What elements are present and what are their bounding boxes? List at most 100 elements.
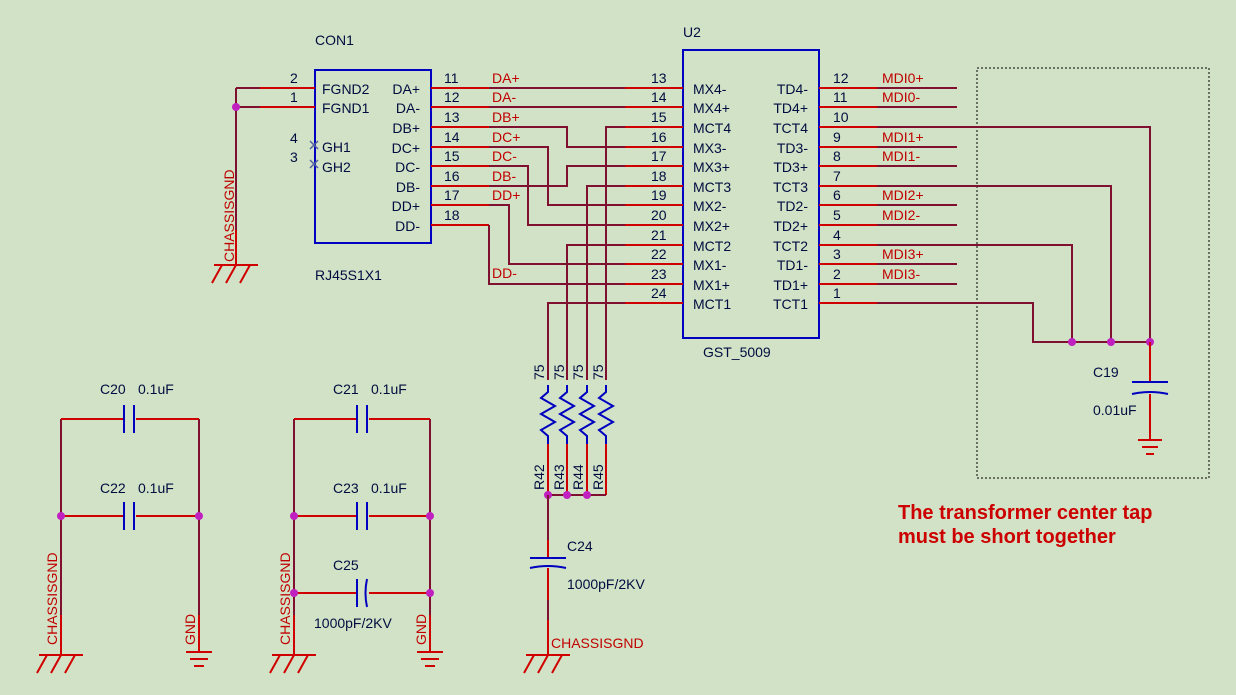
center-tap-group: C19 0.01uF bbox=[877, 67, 1210, 479]
u2-pin5-num: 5 bbox=[833, 207, 841, 223]
u2-pin20-name: MX2+ bbox=[693, 218, 730, 234]
u2-pin2-name: TD1+ bbox=[773, 277, 808, 293]
c23-designator: C23 bbox=[333, 480, 359, 496]
con1-pin16-name: DB- bbox=[396, 179, 420, 195]
u2-pin24-name: MCT1 bbox=[693, 296, 731, 312]
dotted-group-box bbox=[976, 67, 1210, 479]
u2-pin17-name: MX3+ bbox=[693, 159, 730, 175]
u2-pin1-num: 1 bbox=[833, 285, 841, 301]
u2-part: GST_5009 bbox=[703, 344, 771, 360]
u2-pin4-name: TCT2 bbox=[773, 238, 808, 254]
u2-pin21-name: MCT2 bbox=[693, 238, 731, 254]
c24-capacitor: C24 1000pF/2KV CHASSISGND bbox=[523, 495, 645, 674]
design-note-line1: The transformer center tap bbox=[898, 502, 1153, 524]
c25-designator: C25 bbox=[333, 557, 359, 573]
u2-pin13-name: MX4- bbox=[693, 81, 727, 97]
net-label-mdi3-plus: MDI3+ bbox=[882, 246, 924, 262]
chassisgnd-label-con1: CHASSISGND bbox=[221, 169, 237, 262]
r45-designator: R45 bbox=[590, 464, 606, 490]
chassisgnd-label-c20: CHASSISGND bbox=[44, 552, 60, 645]
u2-body bbox=[682, 49, 820, 339]
u2-pin22-name: MX1- bbox=[693, 257, 727, 273]
con1-chassis-ground: CHASSISGND bbox=[211, 87, 260, 284]
u2-pin3-name: TD1- bbox=[777, 257, 808, 273]
u2-pin10-num: 10 bbox=[833, 109, 849, 125]
c22-value: 0.1uF bbox=[138, 480, 174, 496]
u2-pin13-num: 13 bbox=[651, 70, 667, 86]
u2-designator: U2 bbox=[683, 24, 701, 40]
u2-pin17-num: 17 bbox=[651, 148, 667, 164]
chassisgnd-label-c24: CHASSISGND bbox=[551, 635, 644, 651]
u2-pin11-num: 11 bbox=[833, 89, 848, 105]
con1-pin2-name: FGND2 bbox=[322, 81, 370, 97]
con1-pin3-num: 3 bbox=[290, 149, 298, 165]
net-label-da-minus: DA- bbox=[492, 89, 516, 105]
u2-pin11-name: TD4+ bbox=[773, 100, 808, 116]
net-label-mdi3-minus: MDI3- bbox=[882, 266, 920, 282]
u2-pin12-num: 12 bbox=[833, 70, 849, 86]
c23-value: 0.1uF bbox=[371, 480, 407, 496]
u2-pin10-name: TCT4 bbox=[773, 120, 808, 136]
con1-pin11-name: DA+ bbox=[392, 81, 420, 97]
design-note-line2: must be short together bbox=[898, 526, 1116, 548]
u2-pin23-num: 23 bbox=[651, 266, 667, 282]
con1-pin14-num: 14 bbox=[444, 129, 460, 145]
u2-pin2-num: 2 bbox=[833, 266, 841, 282]
con1-pin13-name: DB+ bbox=[392, 120, 420, 136]
con1-pin12-name: DA- bbox=[396, 100, 420, 116]
u2-pin21-num: 21 bbox=[651, 227, 667, 243]
net-label-dc-minus: DC- bbox=[492, 148, 517, 164]
con1-component: CON1 RJ45S1X1 2 1 FGND2 FGND1 4 3 GH1 GH… bbox=[260, 32, 520, 283]
con1-pin4-num: 4 bbox=[290, 130, 298, 146]
c21-value: 0.1uF bbox=[371, 381, 407, 397]
u2-pin19-num: 19 bbox=[651, 187, 667, 203]
u2-pin12-name: TD4- bbox=[777, 81, 808, 97]
con1-pin15-num: 15 bbox=[444, 148, 460, 164]
con1-pin18-name: DD- bbox=[395, 218, 420, 234]
net-label-dd-minus: DD- bbox=[492, 265, 517, 281]
u2-pin9-name: TD3- bbox=[777, 140, 808, 156]
c24-value: 1000pF/2KV bbox=[567, 576, 645, 592]
u2-pin15-num: 15 bbox=[651, 109, 667, 125]
net-label-dd-plus: DD+ bbox=[492, 187, 520, 203]
termination-resistors: 75 75 75 75 R42 R43 R44 R45 bbox=[531, 364, 616, 499]
diff-pair-wiring bbox=[431, 87, 625, 380]
con1-pin1-num: 1 bbox=[290, 89, 298, 105]
con1-pin3-name: GH2 bbox=[322, 159, 351, 175]
u2-pin23-name: MX1+ bbox=[693, 277, 730, 293]
u2-pin18-num: 18 bbox=[651, 168, 667, 184]
u2-pin3-num: 3 bbox=[833, 246, 841, 262]
con1-pin14-name: DC+ bbox=[392, 140, 420, 156]
u2-pin24-num: 24 bbox=[651, 285, 667, 301]
net-label-mdi1-minus: MDI1- bbox=[882, 148, 920, 164]
u2-pin20-num: 20 bbox=[651, 207, 667, 223]
u2-pin18-name: MCT3 bbox=[693, 179, 731, 195]
con1-pin4-name: GH1 bbox=[322, 139, 351, 155]
u2-pin4-num: 4 bbox=[833, 227, 841, 243]
net-label-da-plus: DA+ bbox=[492, 70, 520, 86]
con1-pin17-num: 17 bbox=[444, 187, 460, 203]
r43-value: 75 bbox=[551, 364, 567, 380]
u2-pin9-num: 9 bbox=[833, 129, 841, 145]
con1-body bbox=[314, 69, 432, 244]
u2-pin14-num: 14 bbox=[651, 89, 667, 105]
r45-value: 75 bbox=[590, 364, 606, 380]
con1-pin17-name: DD+ bbox=[392, 198, 420, 214]
net-label-mdi0-minus: MDI0- bbox=[882, 89, 920, 105]
u2-pin19-name: MX2- bbox=[693, 198, 727, 214]
con1-pin16-num: 16 bbox=[444, 168, 460, 184]
u2-pin8-num: 8 bbox=[833, 148, 841, 164]
c19-value: 0.01uF bbox=[1093, 402, 1137, 418]
con1-designator: CON1 bbox=[315, 32, 354, 48]
con1-pin18-num: 18 bbox=[444, 207, 460, 223]
chassisgnd-label-c21: CHASSISGND bbox=[277, 552, 293, 645]
con1-pin1-name: FGND1 bbox=[322, 100, 370, 116]
con1-pin12-num: 12 bbox=[444, 89, 460, 105]
c21-c23-c25-group: C21 0.1uF C23 0.1uF C25 1000pF/2KV CHASS… bbox=[269, 381, 443, 674]
net-label-mdi0-plus: MDI0+ bbox=[882, 70, 924, 86]
con1-part: RJ45S1X1 bbox=[315, 267, 382, 283]
net-label-mdi2-plus: MDI2+ bbox=[882, 187, 924, 203]
u2-pin22-num: 22 bbox=[651, 246, 667, 262]
u2-component: U2 GST_5009 13 14 15 16 17 18 19 20 21 2… bbox=[625, 24, 924, 360]
